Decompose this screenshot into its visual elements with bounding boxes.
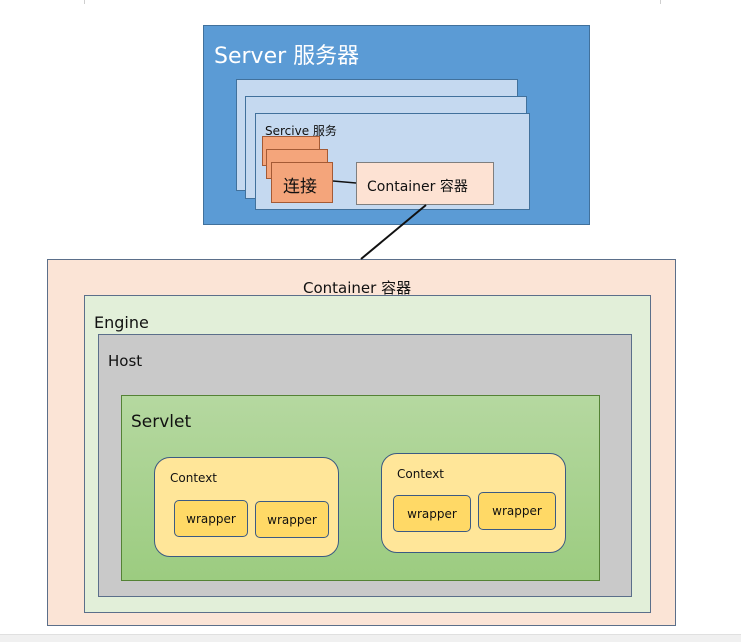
connector-box: 连接 [271,162,333,203]
service-label: Sercive 服务 [265,124,337,138]
context-title: Context [397,467,445,481]
window-bottom-strip [0,634,741,642]
wrapper-box: wrapper [478,492,556,530]
ruler-tick [84,0,85,4]
service-container-box: Container 容器 [356,162,494,205]
engine-title: Engine [94,313,149,332]
host-title: Host [108,352,143,370]
wrapper-box: wrapper [393,495,471,532]
service-container-label: Container 容器 [367,179,468,195]
wrapper-box: wrapper [255,501,329,538]
context-title: Context [170,471,218,485]
server-title: Server 服务器 [214,44,360,69]
container-title: Container 容器 [303,279,412,297]
ruler-tick [660,0,661,4]
wrapper-box: wrapper [174,500,248,537]
servlet-title: Servlet [131,412,192,432]
connector-label: 连接 [283,177,317,197]
